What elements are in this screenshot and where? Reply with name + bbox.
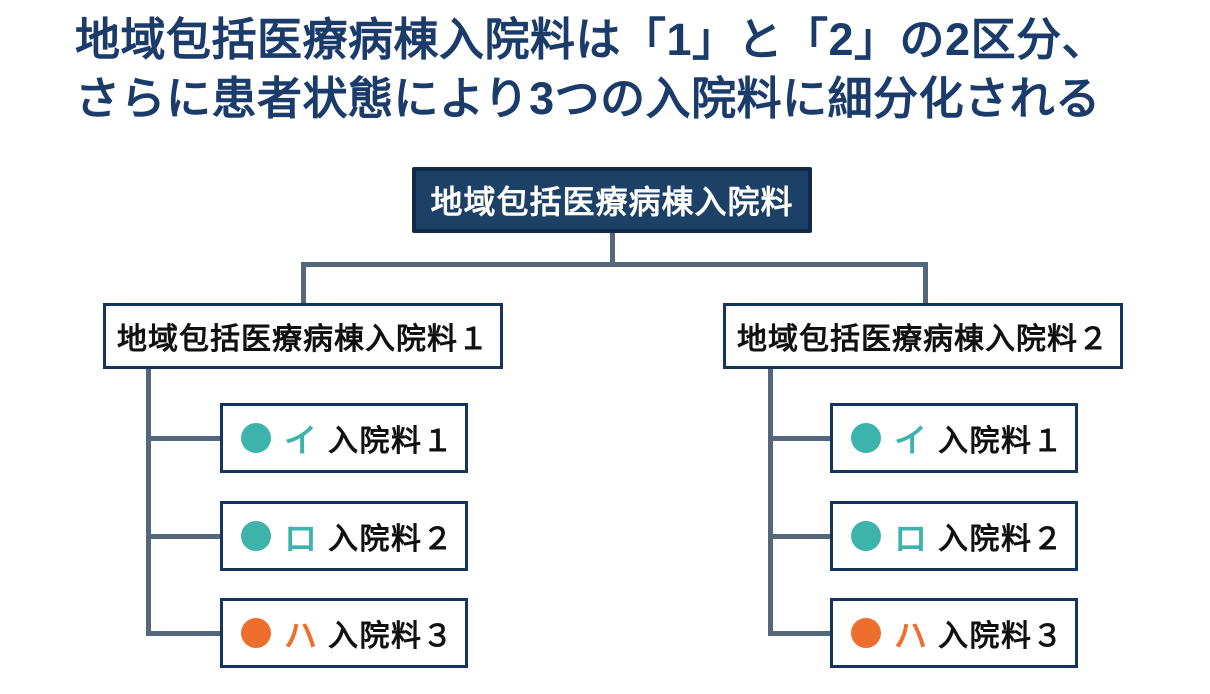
- leaf-kana: ハ: [894, 617, 927, 654]
- connector-trunk-left: [146, 369, 151, 636]
- connector-drop-right: [923, 262, 928, 305]
- leaf-kana: イ: [284, 422, 317, 459]
- node-branch-2: 地域包括医療病棟入院料２: [723, 303, 1123, 369]
- title-line-1: 地域包括医療病棟入院料は「1」と「2」の2区分、: [75, 14, 1108, 65]
- connector-stub: [146, 436, 222, 441]
- leaf-kana: ロ: [284, 520, 317, 557]
- circle-icon: [241, 423, 271, 453]
- leaf-kana: ロ: [894, 520, 927, 557]
- connector-drop-left: [301, 262, 306, 305]
- node-leaf-2-i: イ 入院料１: [830, 403, 1078, 473]
- node-leaf-2-ro: ロ 入院料２: [830, 501, 1078, 571]
- connector-stub: [146, 534, 222, 539]
- connector-horizontal-bar: [301, 262, 928, 267]
- leaf-label: 入院料１: [938, 425, 1064, 458]
- node-root-label: 地域包括医療病棟入院料: [430, 184, 794, 220]
- circle-icon: [241, 521, 271, 551]
- circle-icon: [241, 618, 271, 648]
- circle-icon: [851, 521, 881, 551]
- circle-icon: [851, 618, 881, 648]
- node-root: 地域包括医療病棟入院料: [412, 167, 812, 233]
- circle-icon: [851, 423, 881, 453]
- leaf-kana: イ: [894, 422, 927, 459]
- node-branch-1-label: 地域包括医療病棟入院料１: [117, 323, 489, 356]
- node-leaf-2-ha: ハ 入院料３: [830, 598, 1078, 668]
- node-branch-2-label: 地域包括医療病棟入院料２: [737, 323, 1109, 356]
- leaf-label: 入院料２: [328, 523, 454, 556]
- title-line-2: さらに患者状態により3つの入院料に細分化される: [75, 73, 1101, 124]
- node-branch-1: 地域包括医療病棟入院料１: [103, 303, 503, 369]
- leaf-label: 入院料２: [938, 523, 1064, 556]
- connector-stub: [768, 631, 832, 636]
- connector-stub: [146, 631, 222, 636]
- node-leaf-1-ro: ロ 入院料２: [220, 501, 468, 571]
- node-leaf-1-i: イ 入院料１: [220, 403, 468, 473]
- node-leaf-1-ha: ハ 入院料３: [220, 598, 468, 668]
- connector-trunk-right: [768, 369, 773, 636]
- leaf-label: 入院料３: [328, 620, 454, 653]
- connector-stub: [768, 436, 832, 441]
- connector-stub: [768, 534, 832, 539]
- connector-root-down: [610, 233, 615, 264]
- leaf-kana: ハ: [284, 617, 317, 654]
- page-title: 地域包括医療病棟入院料は「1」と「2」の2区分、 さらに患者状態により3つの入院…: [75, 10, 1107, 128]
- leaf-label: 入院料３: [938, 620, 1064, 653]
- leaf-label: 入院料１: [328, 425, 454, 458]
